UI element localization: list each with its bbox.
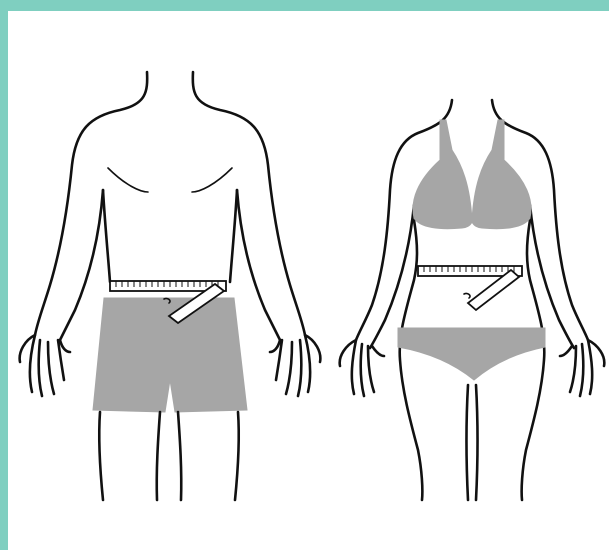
female-bikini-bottom — [398, 328, 545, 380]
male-right-leg-inner — [178, 412, 181, 500]
female-left-leg-inner — [467, 385, 469, 500]
female-right-leg-inner — [476, 385, 478, 500]
male-chest-right — [192, 168, 232, 192]
male-chest-left — [108, 168, 148, 192]
male-figure — [20, 72, 321, 500]
male-left-leg-outer — [99, 412, 103, 500]
female-figure — [340, 100, 605, 500]
male-torso-left — [103, 190, 110, 282]
male-left-outline — [35, 72, 147, 335]
male-right-leg-outer — [235, 412, 239, 500]
male-left-hand — [20, 335, 70, 396]
female-left-inner-arm — [370, 205, 414, 348]
male-right-hand — [270, 335, 320, 396]
male-torso-right — [230, 190, 237, 282]
female-right-hand — [560, 340, 604, 396]
female-navel — [464, 293, 470, 298]
female-right-inner-arm — [530, 205, 574, 348]
female-left-hand — [340, 340, 384, 396]
female-bikini-top — [413, 120, 531, 229]
male-left-leg-inner — [157, 412, 160, 500]
